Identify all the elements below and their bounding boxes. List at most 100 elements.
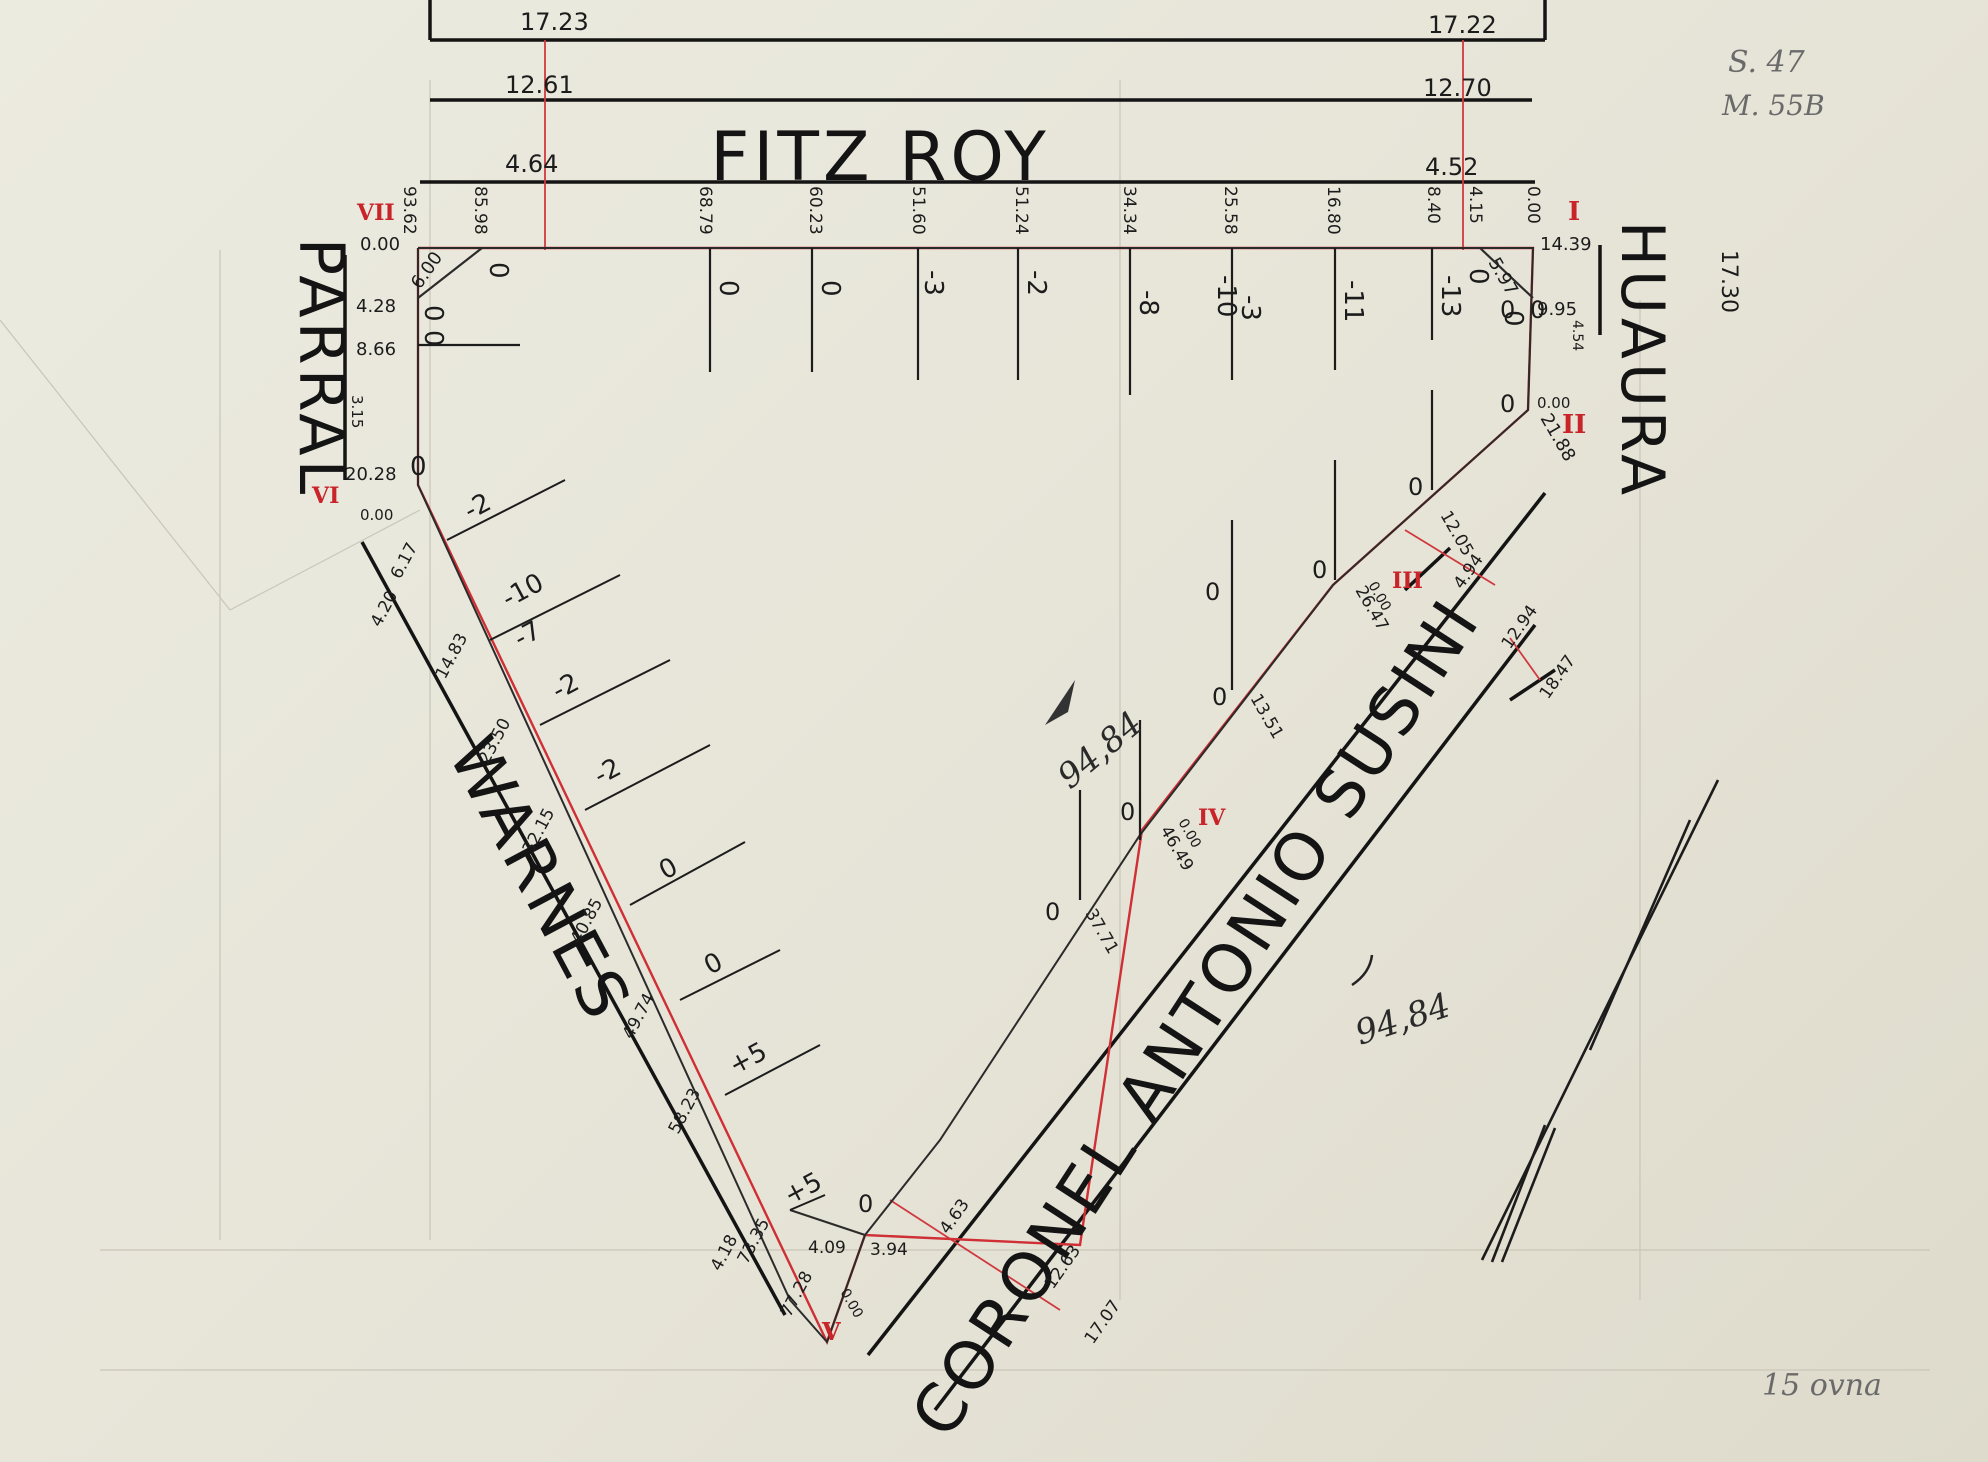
parral-progressives: 0.00 6.00 4.28 8.66 3.15 20.28 0.00 [345,234,447,524]
svg-text:0: 0 [1312,556,1327,584]
parral-label: 0.00 [360,234,400,255]
dim-east-low: 4.52 [1425,153,1478,181]
level-value: -2 [547,668,584,707]
huaura-label: 14.39 [1540,234,1592,255]
vertex-iii: III [1392,568,1423,594]
level-value: 0 [483,262,513,279]
top-label: 25.58 [1220,186,1240,235]
warnes-progressives: 6.17 14.83 23.50 32.15 40.85 49.74 58.23… [367,540,818,1321]
dim-west-low: 4.64 [505,150,558,178]
svg-text:0: 0 [1120,798,1135,826]
svg-text:0: 0 [1212,683,1227,711]
red-section-lines [544,40,1541,1311]
svg-text:0: 0 [410,452,427,482]
vertex-iv: IV [1198,805,1226,831]
parral-label: 6.00 [407,248,447,293]
area-note-lower: 94,84 [1350,985,1455,1053]
top-progressives: 93.62 85.98 68.79 60.23 51.60 51.24 34.3… [399,186,1543,235]
parcel-outline [417,247,1535,1344]
top-label: 51.60 [908,186,928,235]
coronel-label: 13.51 [1246,691,1288,743]
top-label: 85.98 [470,186,490,235]
street-huaura: HUAURA [1607,221,1677,499]
coronel-label: 37.71 [1081,906,1123,958]
huaura-label: 0.00 [1537,394,1570,412]
vertex-i: I [1568,197,1580,227]
level-value: -8 [1133,290,1163,316]
warnes-label: 6.17 [387,540,422,583]
top-label: 16.80 [1323,186,1343,235]
coronel-progressives: 12.05 0.00 26.47 13.51 0.00 46.49 37.71 … [808,508,1477,1321]
parral-label: 3.15 [348,395,366,428]
huaura-label: 4.54 [1569,320,1585,351]
coronel-label: 4.09 [808,1238,846,1258]
parral-levels: 0 0 0 [410,305,448,482]
vertex-vii: VII [356,200,395,226]
street-fitz-roy: FITZ ROY [710,118,1050,197]
dim-west-top: 17.23 [520,8,589,36]
coronel-levels: 0 0 0 0 0 0 0 0 [858,296,1545,1218]
svg-text:0: 0 [1500,390,1515,418]
chamfers [417,247,1534,1237]
note-manzana: M. 55B [1721,89,1825,122]
coronel-label: 3.94 [870,1240,908,1260]
top-label: 51.24 [1011,186,1031,235]
level-value: -3 [1235,295,1265,321]
dim-east-top: 17.22 [1428,11,1497,39]
level-value: -10 [497,568,549,614]
svg-text:0: 0 [418,330,448,347]
svg-text:0: 0 [1408,473,1423,501]
top-label: 68.79 [695,186,715,235]
dim-east-mid: 12.70 [1423,74,1492,102]
street-lines [343,0,1602,1412]
level-value: 0 [699,947,728,981]
area-note-upper: 94,84 [1050,704,1150,797]
level-value: -2 [1021,270,1051,296]
offset-label: 4.63 [936,1195,974,1237]
svg-text:0: 0 [418,305,448,322]
warnes-label: 58.23 [665,1085,706,1137]
vertex-vi: VI [311,483,339,509]
level-value: -13 [1435,275,1465,317]
pointer-arrow-icon [1045,680,1075,725]
svg-text:0: 0 [1530,296,1545,324]
warnes-label: 77.28 [777,1268,818,1320]
level-value: 0 [815,280,845,297]
svg-text:0: 0 [858,1190,873,1218]
level-value: 0 [1463,268,1493,285]
top-levels: 0 0 0 -3 -2 -8 -3 -10 -11 -13 0 0 [483,262,1528,327]
parral-label: 0.00 [360,506,393,524]
warnes-label: 14.83 [432,630,473,682]
top-label: 60.23 [805,186,825,235]
level-value: -10 [1211,275,1241,317]
level-value: 0 [713,280,743,297]
huaura-levels: 0 0 [1500,296,1515,418]
level-value: -2 [589,753,626,792]
top-label: 34.34 [1119,186,1139,235]
level-value: +5 [779,1167,827,1211]
top-label: 8.40 [1423,186,1443,224]
level-value: -11 [1338,280,1368,322]
north-arrow-icon [1480,779,1720,1263]
note-bottom: 15 ovna [1762,1368,1882,1403]
top-label: 93.62 [399,186,419,235]
street-parral: PARRAL [285,238,358,498]
dim-right-side: 17.30 [1716,250,1741,313]
level-value: -3 [918,270,948,296]
pencil-grid [0,80,1930,1371]
dim-west-mid: 12.61 [505,71,574,99]
note-sheet: S. 47 [1728,45,1806,80]
vertex-v: V [821,1317,841,1346]
level-value: 0 [654,852,683,886]
vertex-ii: II [1562,410,1586,440]
top-label: 0.00 [1523,186,1543,224]
area-bracket [1351,954,1374,987]
level-value: 0 [1498,310,1528,327]
offset-label: 17.07 [1081,1297,1125,1348]
level-value: -7 [509,616,546,655]
parral-label: 8.66 [356,339,396,360]
parral-label: 4.28 [356,296,396,317]
level-value: -2 [459,488,496,527]
